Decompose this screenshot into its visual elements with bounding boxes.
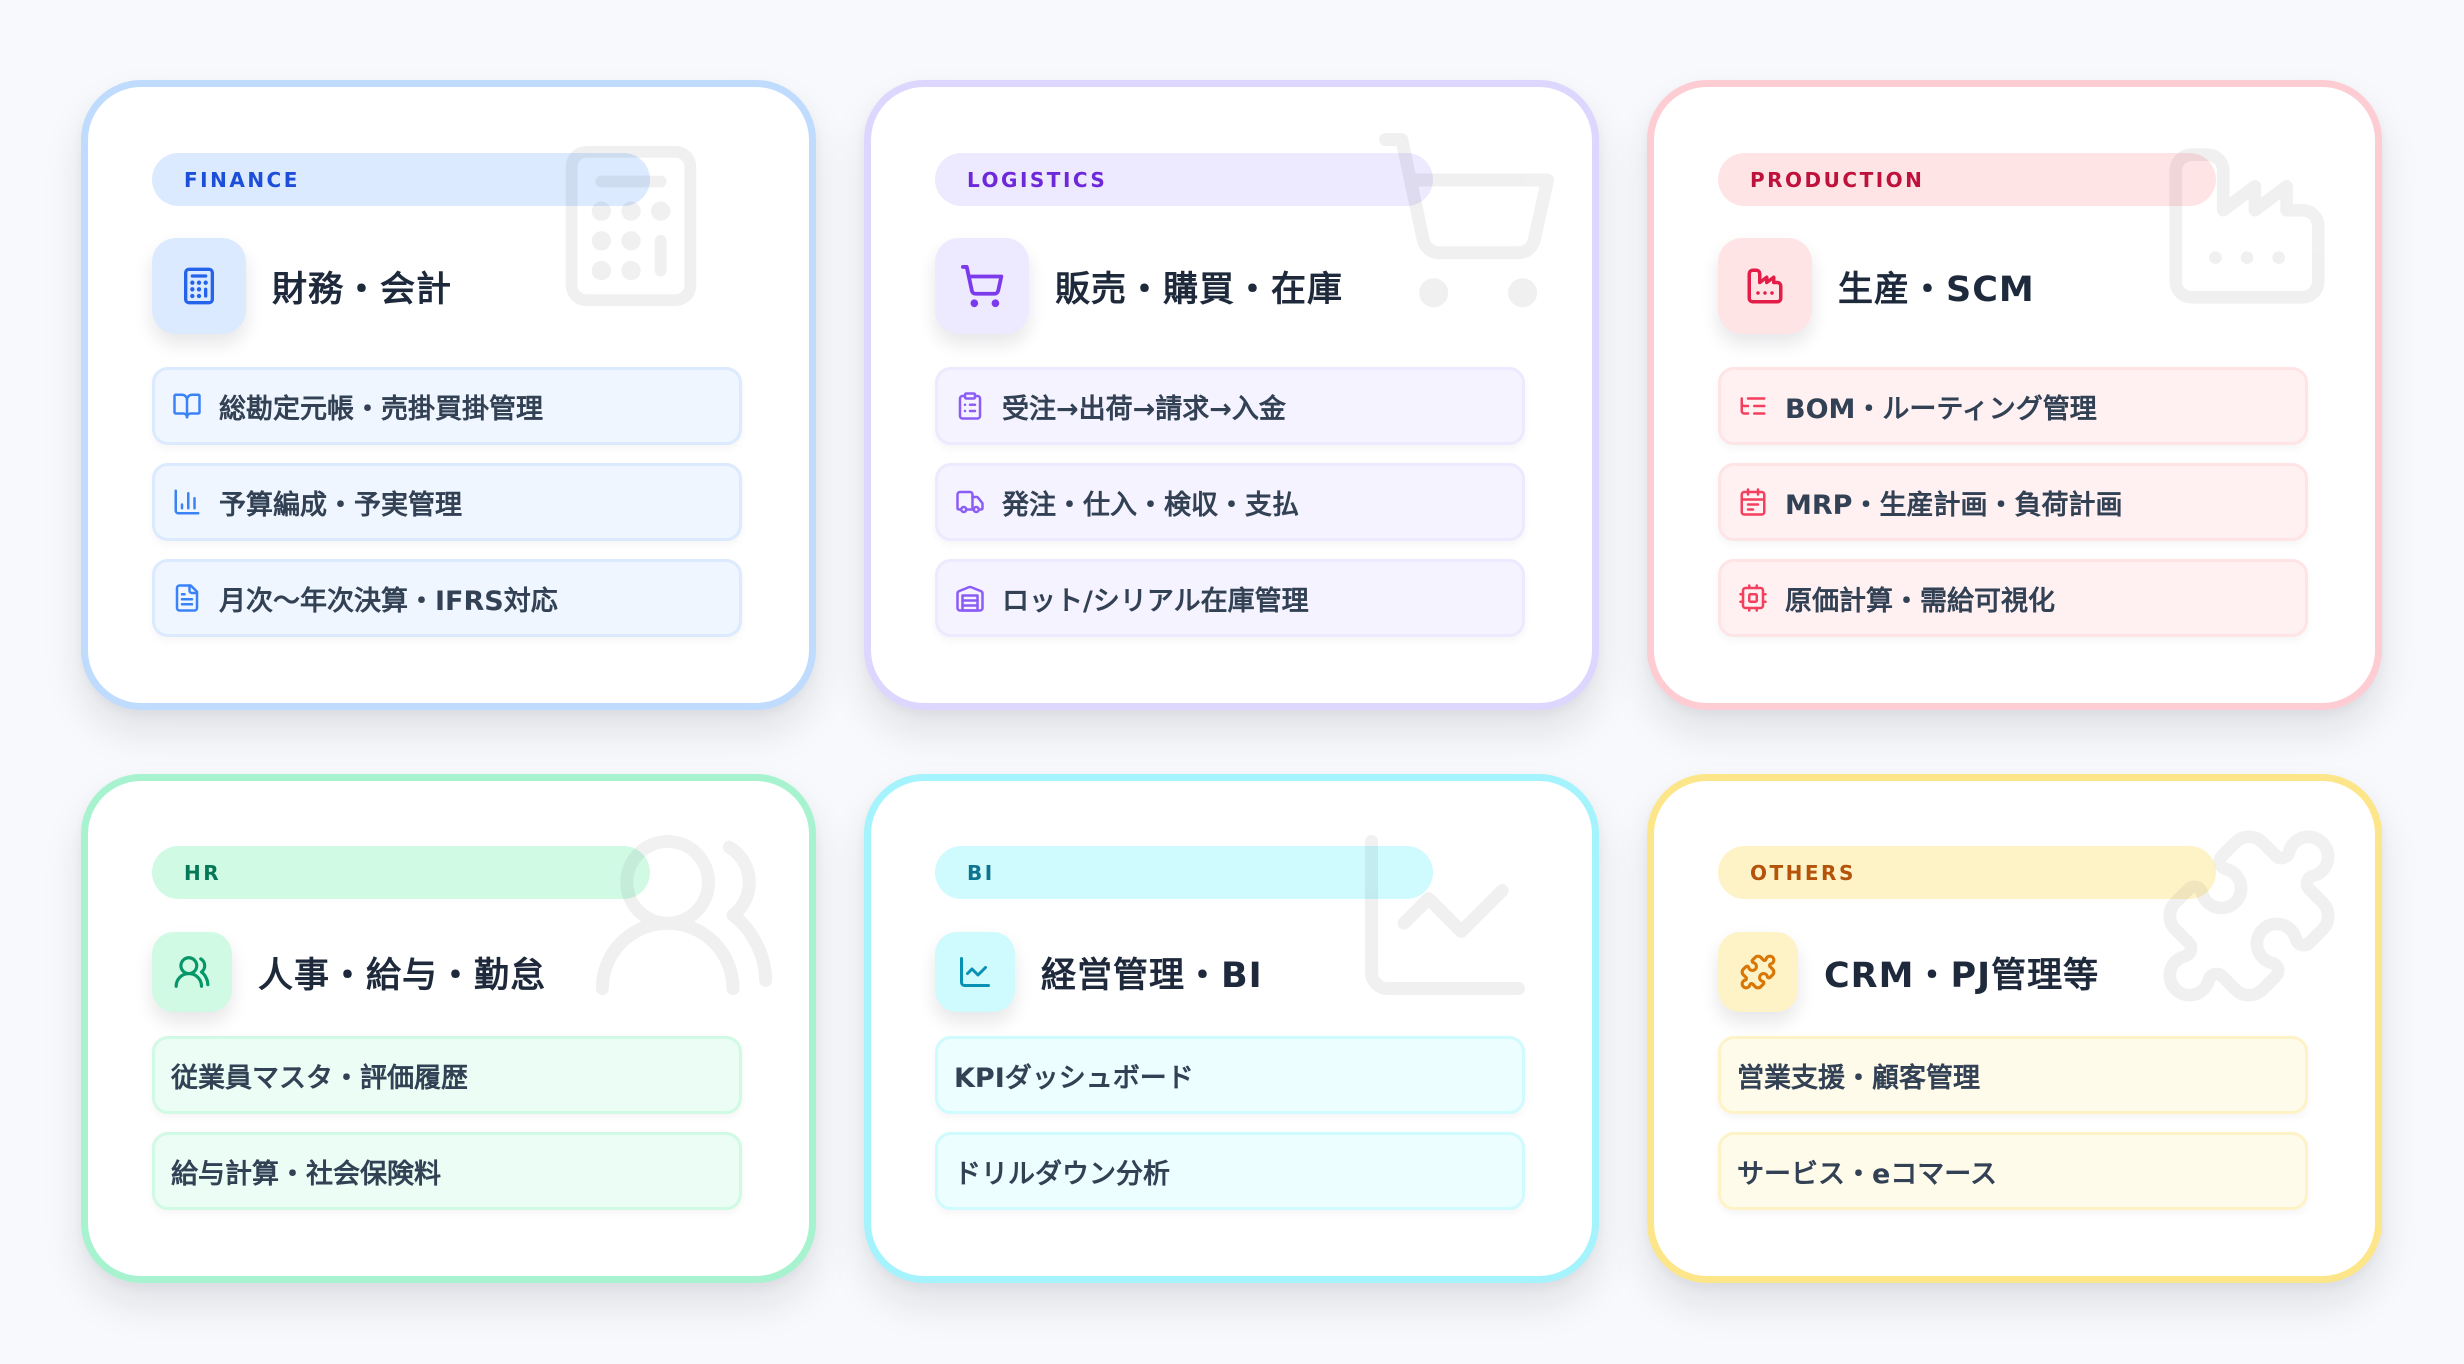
list-item: 給与計算・社会保険料 (152, 1132, 742, 1210)
feature-list: KPIダッシュボード ドリルダウン分析 (935, 1036, 1525, 1210)
list-item: 月次〜年次決算・IFRS対応 (152, 559, 742, 637)
header-icon-box (935, 238, 1029, 334)
list-item: 予算編成・予実管理 (152, 463, 742, 541)
card-title: CRM・PJ管理等 (1824, 955, 2100, 996)
header-icon-box (152, 238, 246, 334)
badge-label: FINANCE (184, 167, 300, 192)
category-badge: PRODUCTION (1718, 153, 2216, 206)
card-header: 人事・給与・勤怠 (152, 932, 546, 1012)
feature-list: 営業支援・顧客管理 サービス・eコマース (1718, 1036, 2308, 1210)
card-header: 生産・SCM (1718, 238, 2035, 334)
header-icon-box (935, 932, 1015, 1012)
list-item: 原価計算・需給可視化 (1718, 559, 2308, 637)
card-hr: HR 人事・給与・勤怠 従業員マスタ・評価履歴 給与計算・社会保険料 (81, 774, 816, 1283)
list-item: 営業支援・顧客管理 (1718, 1036, 2308, 1114)
badge-label: OTHERS (1750, 860, 1856, 885)
item-label: 営業支援・顧客管理 (1737, 1062, 1980, 1094)
list-item: 総勘定元帳・売掛買掛管理 (152, 367, 742, 445)
item-label: 予算編成・予実管理 (219, 489, 462, 521)
badge-label: HR (184, 860, 222, 885)
list-item: ドリルダウン分析 (935, 1132, 1525, 1210)
item-label: 従業員マスタ・評価履歴 (171, 1062, 468, 1094)
feature-list: 受注→出荷→請求→入金 発注・仕入・検収・支払 ロット/シリアル在庫管理 (935, 367, 1525, 637)
factory-icon (1747, 268, 1783, 304)
card-title: 販売・購買・在庫 (1055, 269, 1344, 310)
truck-icon (954, 486, 986, 518)
users-icon (174, 956, 210, 988)
category-badge: OTHERS (1718, 846, 2216, 899)
puzzle-icon (1740, 954, 1776, 990)
item-label: BOM・ルーティング管理 (1785, 393, 2097, 425)
item-label: 発注・仕入・検収・支払 (1002, 489, 1299, 521)
clipboard-list-icon (954, 390, 986, 422)
card-logistics: LOGISTICS 販売・購買・在庫 受注→出荷→請求→入金 発注・仕入・検収 (864, 80, 1599, 710)
card-header: 販売・購買・在庫 (935, 238, 1343, 334)
card-title: 経営管理・BI (1041, 955, 1263, 996)
card-title: 財務・会計 (272, 269, 453, 310)
header-icon-box (1718, 238, 1812, 334)
badge-label: PRODUCTION (1750, 167, 1925, 192)
card-bi: BI 経営管理・BI KPIダッシュボード ドリルダウン分析 (864, 774, 1599, 1283)
list-item: MRP・生産計画・負荷計画 (1718, 463, 2308, 541)
file-text-icon (171, 582, 203, 614)
calendar-icon (1737, 486, 1769, 518)
category-badge: BI (935, 846, 1433, 899)
item-label: 受注→出荷→請求→入金 (1002, 393, 1286, 425)
category-badge: FINANCE (152, 153, 650, 206)
item-label: 月次〜年次決算・IFRS対応 (219, 585, 558, 617)
list-item: 発注・仕入・検収・支払 (935, 463, 1525, 541)
card-others: OTHERS CRM・PJ管理等 営業支援・顧客管理 サービス・eコマース (1647, 774, 2382, 1283)
feature-list: 総勘定元帳・売掛買掛管理 予算編成・予実管理 月次〜年次決算・IFRS対応 (152, 367, 742, 637)
badge-label: BI (967, 860, 995, 885)
card-title: 人事・給与・勤怠 (258, 955, 547, 996)
list-tree-icon (1737, 390, 1769, 422)
feature-list: BOM・ルーティング管理 MRP・生産計画・負荷計画 原価計算・需給可視化 (1718, 367, 2308, 637)
line-chart-icon (960, 957, 990, 987)
shopping-cart-icon (961, 265, 1004, 308)
item-label: ドリルダウン分析 (954, 1158, 1170, 1190)
card-finance: FINANCE 財務・会計 総勘定元帳・売掛買掛管理 (81, 80, 816, 710)
book-open-icon (171, 390, 203, 422)
card-header: 財務・会計 (152, 238, 452, 334)
card-header: 経営管理・BI (935, 932, 1263, 1012)
item-label: 給与計算・社会保険料 (171, 1158, 441, 1190)
item-label: サービス・eコマース (1737, 1158, 1997, 1190)
list-item: 受注→出荷→請求→入金 (935, 367, 1525, 445)
warehouse-icon (954, 582, 986, 614)
calculator-icon (184, 267, 214, 305)
category-badge: HR (152, 846, 650, 899)
card-production: PRODUCTION 生産・SCM BOM・ルーティング管理 MRP・生産計画 (1647, 80, 2382, 710)
list-item: ロット/シリアル在庫管理 (935, 559, 1525, 637)
list-item: BOM・ルーティング管理 (1718, 367, 2308, 445)
cpu-chip-icon (1737, 582, 1769, 614)
feature-list: 従業員マスタ・評価履歴 給与計算・社会保険料 (152, 1036, 742, 1210)
badge-label: LOGISTICS (967, 167, 1108, 192)
card-header: CRM・PJ管理等 (1718, 932, 2099, 1012)
list-item: 従業員マスタ・評価履歴 (152, 1036, 742, 1114)
item-label: 原価計算・需給可視化 (1785, 585, 2055, 617)
list-item: KPIダッシュボード (935, 1036, 1525, 1114)
item-label: KPIダッシュボード (954, 1062, 1194, 1094)
category-badge: LOGISTICS (935, 153, 1433, 206)
header-icon-box (1718, 932, 1798, 1012)
list-item: サービス・eコマース (1718, 1132, 2308, 1210)
item-label: ロット/シリアル在庫管理 (1002, 585, 1309, 617)
header-icon-box (152, 932, 232, 1012)
card-title: 生産・SCM (1838, 269, 2035, 310)
item-label: MRP・生産計画・負荷計画 (1785, 489, 2123, 521)
item-label: 総勘定元帳・売掛買掛管理 (219, 393, 543, 425)
bar-chart-icon (171, 486, 203, 518)
